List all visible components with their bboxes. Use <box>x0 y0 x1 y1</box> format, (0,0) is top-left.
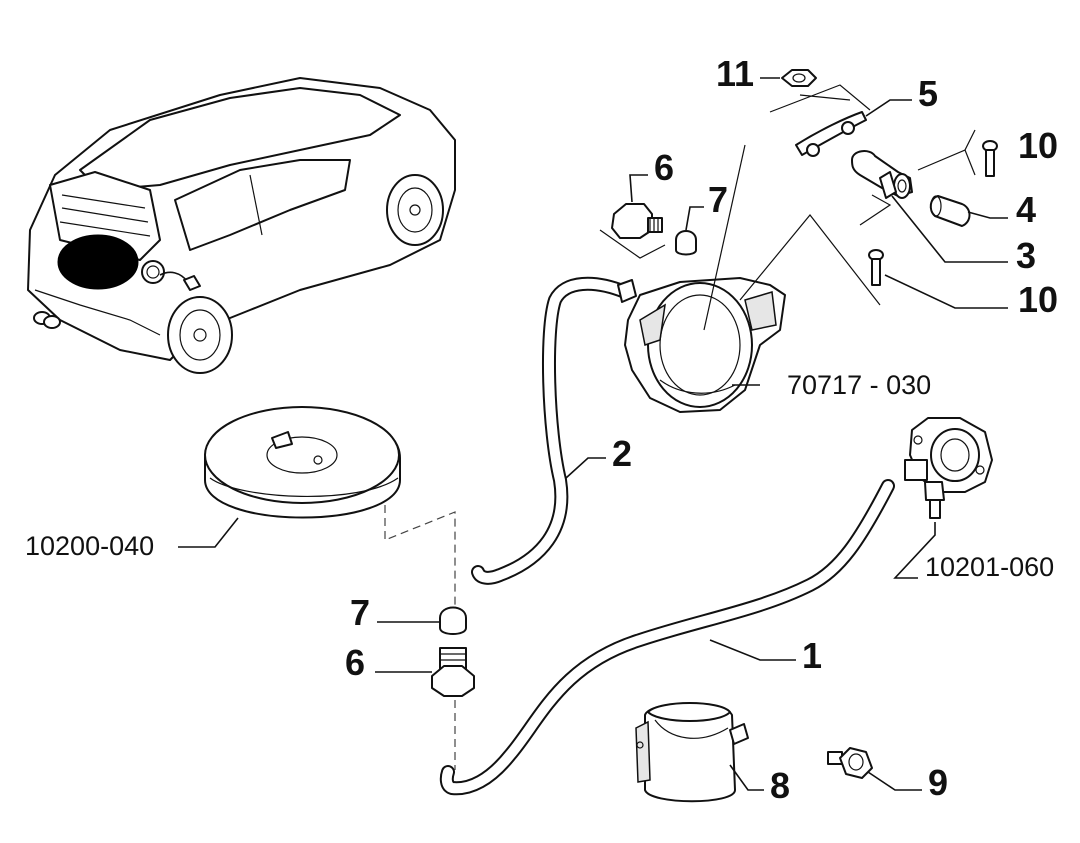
label-part-4: 4 <box>1016 189 1036 230</box>
cap-4 <box>929 195 971 227</box>
label-filler-housing-code: 70717 - 030 <box>787 370 931 400</box>
label-part-2: 2 <box>612 433 632 474</box>
label-part-1: 1 <box>802 635 822 676</box>
fitting-6-lower <box>431 647 475 697</box>
filler-nozzle-3 <box>851 150 913 199</box>
lpg-tank <box>204 406 401 519</box>
label-valve-code: 10201-060 <box>925 552 1054 582</box>
filler-valve <box>904 417 993 519</box>
label-part-3: 3 <box>1016 235 1036 276</box>
filler-housing <box>624 277 786 413</box>
label-part-7-lower: 7 <box>350 592 370 633</box>
label-part-10-lower: 10 <box>1018 279 1058 320</box>
label-part-11: 11 <box>716 53 754 94</box>
label-part-9: 9 <box>928 762 948 803</box>
label-part-8: 8 <box>770 765 790 806</box>
car-illustration <box>27 77 456 374</box>
label-part-10-upper: 10 <box>1018 125 1058 166</box>
screw-10-upper <box>982 140 998 177</box>
label-part-7-upper: 7 <box>708 179 728 220</box>
bracket-5 <box>795 111 867 157</box>
fitting-6-upper <box>611 203 663 239</box>
label-part-6-upper: 6 <box>654 147 674 188</box>
label-tank-code: 10200-040 <box>25 531 154 561</box>
clip-9 <box>827 747 873 779</box>
kit-bag-8 <box>635 702 749 803</box>
location-marker <box>57 234 139 290</box>
nut-11 <box>781 69 817 87</box>
label-part-5: 5 <box>918 73 938 114</box>
label-part-6-lower: 6 <box>345 642 365 683</box>
cap-7-upper <box>675 230 697 256</box>
screw-10-lower <box>868 249 884 286</box>
cap-7-lower <box>439 606 467 635</box>
